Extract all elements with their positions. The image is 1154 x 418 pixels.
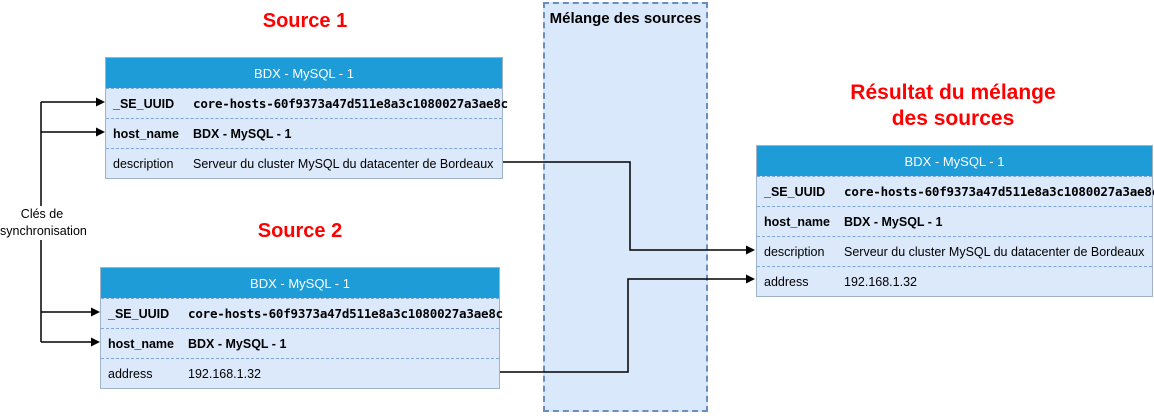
sync-keys-label: Clés de synchronisation <box>0 206 87 240</box>
source1-title: Source 1 <box>262 10 348 32</box>
source2-table-header: BDX - MySQL - 1 <box>101 268 499 298</box>
row-value: Serveur du cluster MySQL du datacenter d… <box>844 244 1145 259</box>
row-value: 192.168.1.32 <box>188 366 261 381</box>
source1-table-header: BDX - MySQL - 1 <box>106 58 502 88</box>
row-key: address <box>764 274 809 289</box>
row-value: BDX - MySQL - 1 <box>188 336 287 351</box>
row-value: core-hosts-60f9373a47d511e8a3c1080027a3a… <box>844 184 1154 199</box>
row-value: core-hosts-60f9373a47d511e8a3c1080027a3a… <box>193 96 509 111</box>
row-value: BDX - MySQL - 1 <box>193 126 292 141</box>
sync-keys-label-line1: Clés de <box>20 207 64 221</box>
table-row: _SE_UUID core-hosts-60f9373a47d511e8a3c1… <box>757 176 1154 206</box>
source1-table: BDX - MySQL - 1 _SE_UUID core-hosts-60f9… <box>105 57 508 179</box>
row-key: host_name <box>764 214 830 229</box>
arrowhead-icon <box>746 274 755 284</box>
table-row: host_name BDX - MySQL - 1 <box>101 328 499 358</box>
table-row: _SE_UUID core-hosts-60f9373a47d511e8a3c1… <box>101 298 503 328</box>
arrowhead-icon <box>96 97 105 107</box>
table-row: description Serveur du cluster MySQL du … <box>106 148 502 178</box>
table-row: address 192.168.1.32 <box>757 266 1152 296</box>
table-row: description Serveur du cluster MySQL du … <box>757 236 1152 266</box>
row-key: description <box>764 244 825 259</box>
row-key: address <box>108 366 153 381</box>
row-key: host_name <box>113 126 179 141</box>
row-value: Serveur du cluster MySQL du datacenter d… <box>193 156 494 171</box>
table-row: address 192.168.1.32 <box>101 358 499 388</box>
row-key: _SE_UUID <box>113 96 175 111</box>
result-title: Résultat du mélange des sources <box>798 80 1108 132</box>
source2-table: BDX - MySQL - 1 _SE_UUID core-hosts-60f9… <box>100 267 503 389</box>
result-table-header: BDX - MySQL - 1 <box>757 146 1152 176</box>
arrowhead-icon <box>91 337 100 347</box>
result-table: BDX - MySQL - 1 _SE_UUID core-hosts-60f9… <box>756 145 1154 297</box>
row-key: description <box>113 156 174 171</box>
row-value: 192.168.1.32 <box>844 274 917 289</box>
row-key: _SE_UUID <box>764 184 826 199</box>
table-row: _SE_UUID core-hosts-60f9373a47d511e8a3c1… <box>106 88 508 118</box>
row-key: host_name <box>108 336 174 351</box>
merge-zone-box: Mélange des sources <box>543 2 708 412</box>
table-row: host_name BDX - MySQL - 1 <box>106 118 502 148</box>
row-value: BDX - MySQL - 1 <box>844 214 943 229</box>
source2-title: Source 2 <box>257 220 343 242</box>
merge-zone-title: Mélange des sources <box>549 10 702 27</box>
row-key: _SE_UUID <box>108 306 170 321</box>
result-title-line2: des sources <box>891 107 1015 130</box>
row-value: core-hosts-60f9373a47d511e8a3c1080027a3a… <box>188 306 504 321</box>
arrowhead-icon <box>746 245 755 255</box>
result-title-line1: Résultat du mélange <box>850 81 1056 104</box>
sync-keys-label-line2: synchronisation <box>0 224 87 238</box>
table-row: host_name BDX - MySQL - 1 <box>757 206 1152 236</box>
arrowhead-icon <box>91 307 100 317</box>
arrowhead-icon <box>96 127 105 137</box>
